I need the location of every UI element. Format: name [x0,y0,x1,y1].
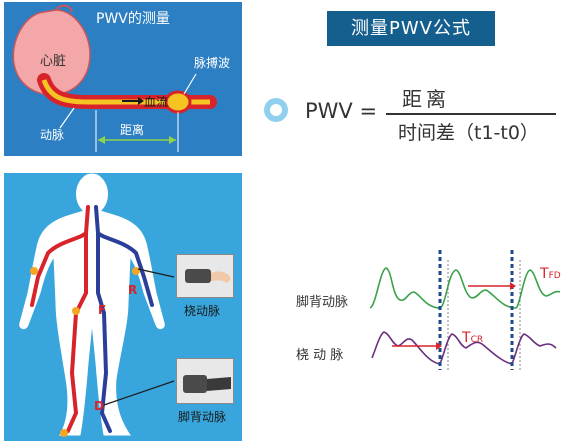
bullet-icon-center [270,104,282,116]
formula-denominator: 时间差（t1-t0） [398,122,539,144]
tcr-arrow-head [436,342,442,350]
radial-pointer [137,268,175,278]
waveform-svg [369,250,561,370]
tcr-subscript: CR [470,335,484,345]
blood-flow-label: 血流 [144,95,169,109]
wrist-cuff-image [177,255,233,297]
tcr-main: T [462,330,471,346]
artery-pointer [59,107,75,129]
foot-pointer [103,380,175,406]
tfd-subscript: FD [548,271,561,281]
artery-label: 动脉 [40,128,65,142]
formula-numerator: 距离 [402,87,450,111]
waveform-diagram [280,240,580,440]
tfd-main: T [540,266,549,282]
artery-path [30,205,90,433]
point-right-arm [132,267,140,275]
radial-caption: 桡动脉 [184,304,221,318]
radial-sensor-photo [176,254,234,298]
pwv-measurement-panel: PWV的测量 心脏 脉搏波 血流 动脉 距离 [4,2,242,156]
distance-arrow-right [169,136,176,144]
pwv-illustration [12,4,217,152]
pwv-panel-title: PWV的测量 [96,11,170,27]
ankle-cuff-image [177,359,233,403]
formula-title: 测量PWV公式 [327,11,495,46]
flow-arrow-head [138,97,144,105]
marker-r: R [128,283,138,297]
heart-label: 心脏 [40,54,67,69]
marker-f: F [98,303,107,317]
pulse-wave-label: 脉搏波 [194,56,231,70]
body-illustration [19,173,175,437]
upper-wave-label: 脚背动脉 [296,295,349,310]
lower-wave-label: 桡 动 脉 [296,348,344,363]
foot-sensor-photo [176,358,234,404]
distance-arrow-left [98,136,105,144]
pulse-wave-bulge [164,90,192,114]
artery-inner [41,79,210,105]
point-ankle [60,429,68,437]
formula-fraction-bar [386,113,556,115]
distance-label: 距离 [120,123,145,137]
formula-lhs: PWV = [305,99,378,123]
point-femoral [72,307,80,315]
tfd-arrow-head [510,282,516,290]
body-silhouette [19,173,165,436]
pulse-pointer [183,73,197,95]
foot-artery-waveform [369,267,561,309]
tcr-label: TCR [462,330,483,346]
marker-d: D [94,399,104,413]
foot-caption: 脚背动脉 [178,410,227,424]
tfd-label: TFD [540,266,561,282]
vein-path [94,205,154,433]
heart-vessel [55,4,73,13]
point-left-arm [30,267,38,275]
